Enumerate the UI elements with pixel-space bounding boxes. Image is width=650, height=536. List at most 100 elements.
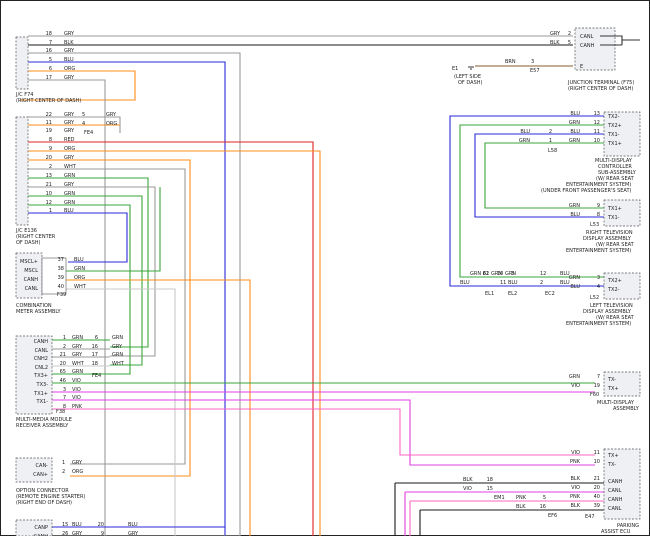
ltv-chain-label: BLU [560,271,570,277]
mdc-pin: TX1- [607,132,620,138]
md-name: ASSEMBLY [613,406,640,412]
component-layer [15,27,641,536]
ltv-chain-label: 11 BLU [500,280,518,286]
pa-mid-pin: 15 [487,486,493,492]
ground-location: OF DASH) [458,80,483,86]
rtv-pin-no: 8 [597,212,600,218]
ground-icon [468,66,474,70]
pa-pin: TX- [607,462,616,468]
md-conn: F60 [590,392,599,398]
mmr-wire-color: WHT [72,361,85,367]
mdc-name: (UNDER FRONT PASSENGER'S SEAT) [541,188,632,194]
e136-wire-color: ORG [64,146,75,152]
ltv-wire-color: GRN [569,275,580,281]
ltv-pin: TX2- [607,287,620,293]
jct-pin-no: 5 [568,40,571,46]
mmr-mid-color: GRY [112,344,123,350]
mdc-pin-no: 10 [594,138,600,144]
f74-wire-color: GRY [64,75,75,81]
canp-block [15,519,53,536]
pa-pin: CANL [608,506,622,512]
ltv-chain-label: 12 [540,271,546,277]
e136-wire-color: GRY [64,120,75,126]
mmr-pin-no: 65 [60,369,66,375]
mdc-mid-color: GRN [519,138,530,144]
e136-pin: 8 [49,137,52,143]
e136-pin: 20 [46,155,52,161]
pa-mid-color: VIO [463,486,472,492]
mdc-wire-color: GRN [569,120,580,126]
mmr-wire-color: VIO [72,395,81,401]
wire-layer [20,35,604,536]
mmr-mid-pin: 6 [95,335,98,341]
pa-pin: CANH [608,479,623,485]
wire-red-8 [28,141,314,536]
wire-grn-13 [28,177,149,348]
e136-pin: 10 [46,191,52,197]
jcf74-location: (RIGHT CENTER OF DASH) [16,98,81,104]
mdc-wire-color: GRN [569,138,580,144]
mmr-wire-color: GRY [72,344,83,350]
mmr-pin-no: 2 [63,344,66,350]
ltv-name: LEFT TELEVISION [590,303,633,309]
wire-org-6 [20,70,136,101]
mdc-mid-conn: L58 [548,148,557,154]
multi-display-controller-block [603,111,641,157]
pa-conn: E47 [585,514,595,520]
jct-e-pin: E [580,64,583,70]
mmr-wire-color: GRY [72,352,83,358]
wire [66,288,176,536]
meter-pin-no: 39 [58,275,64,281]
mmr-mid-pin: 18 [92,361,98,367]
ltv-chain-conn: EL2 [508,291,517,297]
mmr-mid-pin: 16 [92,344,98,350]
wire [66,279,251,536]
f74-wire-color: GRY [64,31,75,37]
pa-mid-color: BLK [463,477,473,483]
mdc-name: MULTI-DISPLAY [595,158,633,164]
left-tv-block [603,272,641,300]
canp-mid-color: GRY [128,531,139,536]
e136-pin: 9 [49,146,52,152]
meter-wire-color: GRN [74,266,85,272]
f74-pin: 18 [46,31,52,37]
mmr-mid-color: GRN [112,352,123,358]
ltv-chain-label: 3 [511,271,514,277]
meter-pin-no: 40 [58,284,64,290]
option-name: (RIGHT END OF DASH) [16,500,72,506]
option-wire-color: ORG [72,469,83,475]
e136-ext-color: GRY [106,112,117,118]
canp-wire-color: BLU [72,522,82,528]
wire-pnk-pa [52,408,595,456]
f74-wire-color: BLU [64,57,74,63]
pa-name: ASSIST ECU [601,529,631,535]
pa-pin-no: 40 [594,494,600,500]
mdc-name: (W/ REAR SEAT [596,176,635,182]
meter-wire-color: WHT [74,284,87,290]
pa-pin-no: 21 [594,476,600,482]
meter-pin: CANH [24,277,39,283]
pa-wire-color: PNK [570,494,581,500]
mmr-wire-color: VIO [72,387,81,393]
option-pin: CAN- [36,463,49,469]
mdc-name: SUB-ASSEMBLY [598,170,637,176]
ground-location: (LEFT SIDE [454,74,481,80]
mdc-name: CONTROLLER [598,164,632,170]
option-pin-no: 1 [62,460,65,466]
e136-wire-color: GRY [64,112,75,118]
wire-vio-pa [52,399,595,466]
pa-pin-no: 10 [594,459,600,465]
wire-blu-rtv [474,133,604,218]
mmr-pin-no: 21 [60,352,66,358]
e136-ext-pin: 5 [82,112,85,118]
mmr-wire-color: PNK [72,404,83,410]
e136-conn: FE4 [84,130,93,136]
e136-pin: 2 [49,164,52,170]
wire-org-opt [28,159,191,477]
meter-pin: MSCL+ [20,259,38,265]
f74-pin: 6 [49,66,52,72]
parking-assist-block [603,448,641,520]
mmr-pin: CNH2 [34,356,48,362]
ltv-chain-label: GRN 82 [470,271,489,277]
